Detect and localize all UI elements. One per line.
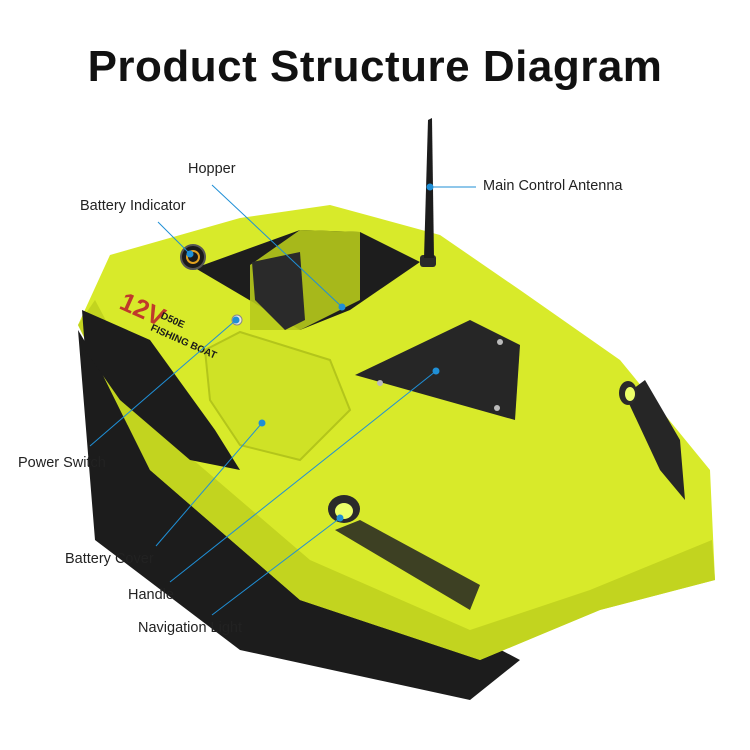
- leader-dot-power-switch: [232, 316, 240, 324]
- hull-side-shade: [78, 300, 715, 660]
- leader-dot-antenna: [426, 183, 434, 191]
- label-navigation-light: Navigation Light: [138, 620, 242, 636]
- leader-power-switch: [89, 319, 237, 447]
- checker-3: [186, 425, 196, 435]
- leader-dot-battery-indicator: [186, 250, 194, 258]
- label-hopper: Hopper: [188, 161, 236, 177]
- page-title: Product Structure Diagram: [87, 42, 663, 91]
- checker-2: [170, 405, 182, 417]
- leader-battery-indicator: [157, 221, 191, 255]
- label-handle: Handle: [128, 587, 174, 603]
- battery-cover-shape: [203, 330, 352, 462]
- right-window: [625, 380, 685, 500]
- hopper-plate: [252, 252, 305, 330]
- nav-light-side-glow: [625, 387, 635, 401]
- label-battery-cover: Battery Cover: [65, 551, 154, 567]
- leader-dot-battery-cover: [258, 419, 266, 427]
- leader-hopper: [211, 184, 343, 308]
- leader-battery-cover: [155, 422, 263, 547]
- leader-handle: [169, 370, 437, 583]
- deck-bolt-3: [494, 405, 500, 411]
- battery-indicator-ring: [186, 250, 200, 264]
- leader-dot-handle: [432, 367, 440, 375]
- deck-bolt-1: [377, 380, 383, 386]
- leader-dot-hopper: [338, 303, 346, 311]
- front-panel: [335, 520, 480, 610]
- leader-dot-navigation-light: [336, 514, 344, 522]
- deck-bolt-2: [497, 339, 503, 345]
- leader-navigation-light: [211, 517, 341, 616]
- checker-1: [150, 385, 164, 399]
- label-power-switch: Power Switch: [18, 455, 106, 471]
- label-main-control-antenna: Main Control Antenna: [483, 178, 623, 194]
- label-battery-indicator: Battery Indicator: [80, 198, 186, 214]
